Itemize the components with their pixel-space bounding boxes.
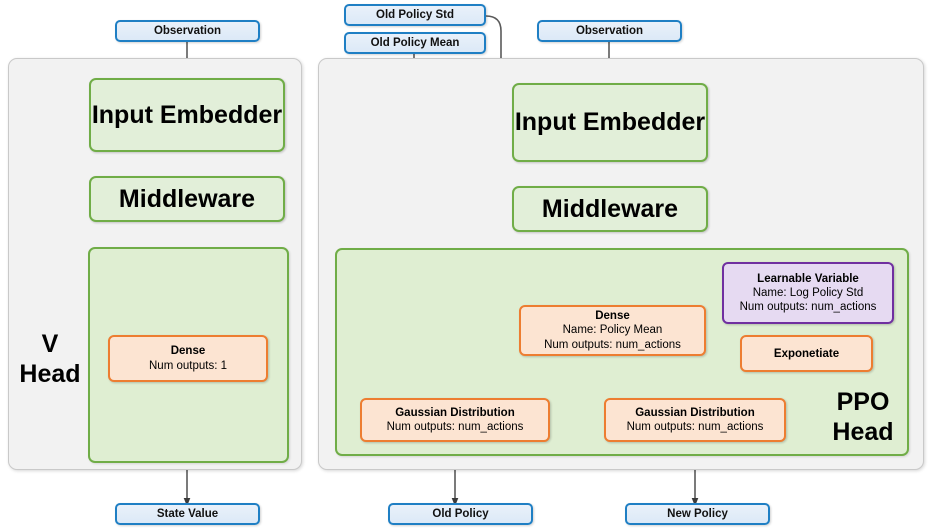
v-head-label-line2: Head: [19, 359, 81, 388]
ppo-dense-name: Name: Policy Mean: [562, 324, 663, 337]
ppo-dense-title: Dense: [595, 310, 630, 323]
ppo-dense-num-outputs: Num outputs: num_actions: [544, 338, 681, 351]
ppo-input-embedder-label: Input Embedder: [514, 108, 706, 136]
ppo-input-embedder-box[interactable]: Input Embedder: [512, 83, 708, 162]
ppo-middleware-label: Middleware: [541, 194, 679, 223]
ppo-dense-policy-mean-box[interactable]: Dense Name: Policy Mean Num outputs: num…: [519, 305, 706, 356]
gaussian-old-title: Gaussian Distribution: [395, 406, 515, 419]
v-head-label-line1: V: [41, 330, 59, 358]
learnable-variable-num-outputs: Num outputs: num_actions: [739, 301, 877, 313]
v-input-embedder-label: Input Embedder: [91, 100, 283, 129]
ppo-head-label: PPO Head: [818, 388, 908, 447]
input-observation-right-label: Observation: [575, 25, 644, 37]
input-old-policy-mean-label: Old Policy Mean: [370, 37, 460, 49]
v-head-label: V Head: [14, 330, 86, 389]
gaussian-distribution-new-box[interactable]: Gaussian Distribution Num outputs: num_a…: [604, 398, 786, 442]
v-middleware-label: Middleware: [118, 184, 256, 213]
output-old-policy[interactable]: Old Policy: [388, 503, 533, 525]
ppo-head-label-line2: Head: [832, 417, 894, 446]
learnable-variable-title: Learnable Variable: [757, 272, 859, 285]
input-old-policy-std[interactable]: Old Policy Std: [344, 4, 486, 26]
exponetiate-box[interactable]: Exponetiate: [740, 335, 873, 372]
gaussian-new-num-outputs: Num outputs: num_actions: [626, 421, 764, 433]
v-middleware-box[interactable]: Middleware: [89, 176, 285, 222]
output-state-value[interactable]: State Value: [115, 503, 260, 525]
output-new-policy[interactable]: New Policy: [625, 503, 770, 525]
output-new-policy-label: New Policy: [667, 508, 728, 520]
v-dense-box[interactable]: Dense Num outputs: 1: [108, 335, 268, 382]
v-dense-title: Dense: [170, 345, 206, 358]
input-observation-left[interactable]: Observation: [115, 20, 260, 42]
v-input-embedder-box[interactable]: Input Embedder: [89, 78, 285, 152]
output-state-value-label: State Value: [156, 508, 219, 520]
ppo-middleware-box[interactable]: Middleware: [512, 186, 708, 232]
gaussian-old-num-outputs: Num outputs: num_actions: [386, 421, 524, 433]
v-dense-num-outputs: Num outputs: 1: [149, 359, 227, 372]
input-old-policy-std-label: Old Policy Std: [376, 9, 454, 21]
input-observation-left-label: Observation: [153, 25, 222, 37]
gaussian-new-title: Gaussian Distribution: [635, 406, 755, 419]
learnable-variable-box[interactable]: Learnable Variable Name: Log Policy Std …: [722, 262, 894, 324]
input-old-policy-mean[interactable]: Old Policy Mean: [344, 32, 486, 54]
learnable-variable-name: Name: Log Policy Std: [752, 286, 864, 299]
input-observation-right[interactable]: Observation: [537, 20, 682, 42]
output-old-policy-label: Old Policy: [432, 508, 489, 520]
exponetiate-label: Exponetiate: [773, 347, 840, 360]
gaussian-distribution-old-box[interactable]: Gaussian Distribution Num outputs: num_a…: [360, 398, 550, 442]
ppo-head-label-line1: PPO: [836, 388, 890, 416]
